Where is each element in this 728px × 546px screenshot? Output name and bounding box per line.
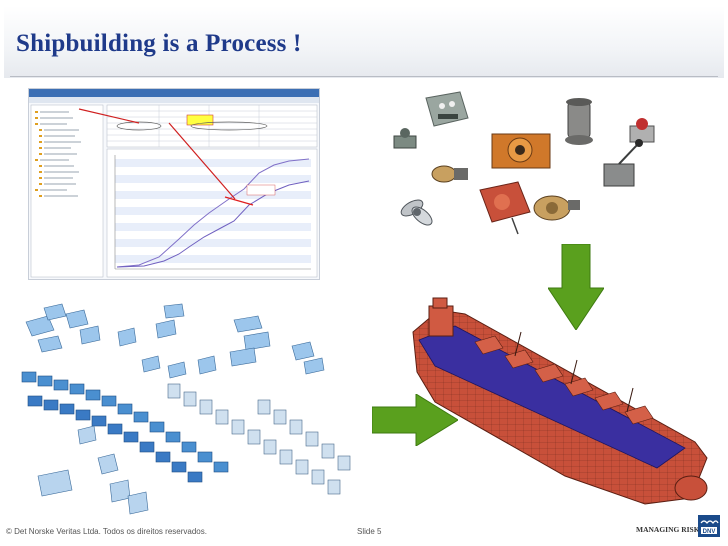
table-pane (107, 105, 317, 147)
screenshot-graphic (29, 89, 319, 279)
slide-number: Slide 5 (357, 527, 381, 536)
equipment-components-image (392, 88, 688, 238)
copyright-text: © Det Norske Veritas Ltda. Todos os dire… (6, 527, 207, 536)
hull-blocks-graphic (18, 300, 363, 520)
logo-text: DNV (703, 529, 716, 535)
slide-title: Shipbuilding is a Process ! (16, 30, 302, 58)
equipment-graphic (392, 88, 688, 238)
software-screenshot-image (28, 88, 320, 280)
control-panel (426, 92, 468, 126)
ship-model-image (395, 292, 720, 512)
screenshot-titlebar (29, 89, 319, 97)
dnv-logo: DNV (698, 515, 720, 537)
hull-blocks-image (18, 300, 363, 520)
ship-model-graphic (395, 292, 720, 512)
title-divider (10, 76, 718, 77)
tagline-text: MANAGING RISK (636, 525, 700, 534)
